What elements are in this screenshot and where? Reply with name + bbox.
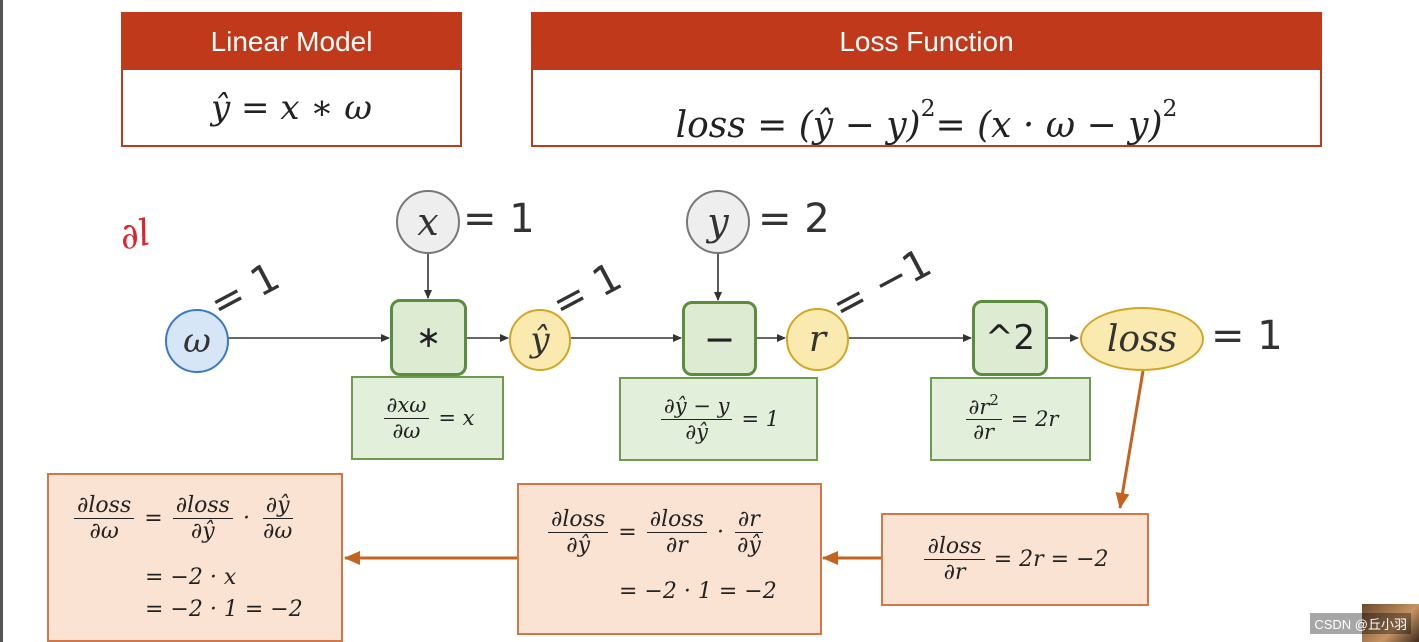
linear-model-formula: ŷ = x ∗ ω <box>211 88 372 128</box>
backprop-dloss-dr: ∂loss ∂r = 2r = −2 <box>881 513 1149 606</box>
dloss-dyhat-result: = −2 · 1 = −2 <box>619 579 777 604</box>
op-square: ^2 <box>972 300 1048 376</box>
loss-function-panel: Loss Function loss = (ŷ − y)2= (x · ω − … <box>531 12 1322 147</box>
node-r: r <box>786 308 849 371</box>
local-derivative-square: ∂r2 ∂r = 2r <box>930 377 1091 461</box>
linear-model-panel: Linear Model ŷ = x ∗ ω <box>121 12 462 147</box>
node-yhat: ŷ <box>509 309 571 371</box>
op-multiply: ∗ <box>390 299 467 376</box>
loss-function-formula: loss = (ŷ − y)2= (x · ω − y)2 <box>675 94 1178 147</box>
linear-model-title: Linear Model <box>123 14 460 70</box>
loss-function-title: Loss Function <box>533 14 1320 70</box>
dloss-domega-result: = −2 · 1 = −2 <box>145 597 303 622</box>
node-loss: loss <box>1080 307 1204 371</box>
backprop-dloss-domega: ∂loss ∂ω = ∂loss ∂ŷ · ∂ŷ ∂ω = −2 · x = −… <box>47 473 343 642</box>
dloss-domega-step: = −2 · x <box>145 565 237 590</box>
node-y: y <box>686 190 750 254</box>
node-y-value: = 2 <box>758 196 830 242</box>
node-loss-value: = 1 <box>1211 313 1283 359</box>
node-x-value: = 1 <box>463 196 535 242</box>
local-derivative-minus: ∂ŷ − y ∂ŷ = 1 <box>619 377 818 461</box>
node-omega: ω <box>165 309 229 373</box>
local-derivative-multiply: ∂xω ∂ω = x <box>351 376 504 460</box>
op-minus: − <box>682 301 757 376</box>
node-x: x <box>396 190 460 254</box>
backprop-dloss-dyhat: ∂loss ∂ŷ = ∂loss ∂r · ∂r ∂ŷ = −2 · 1 = −… <box>517 483 822 635</box>
backprop-arrow-loss-to-dr <box>1115 370 1145 509</box>
window-left-edge <box>0 0 3 642</box>
watermark: CSDN @丘小羽 <box>1310 613 1411 634</box>
presenter-thumbnail <box>1362 604 1419 642</box>
